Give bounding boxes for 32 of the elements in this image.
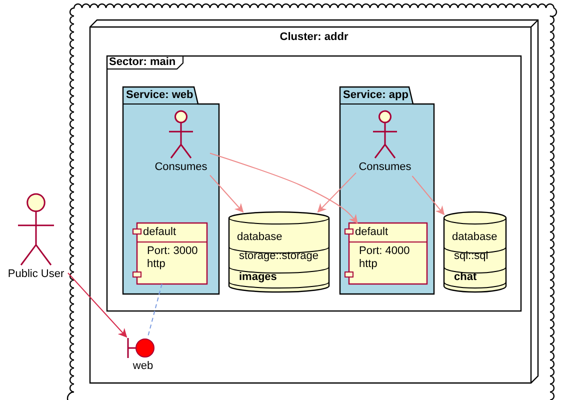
database-schema: storage::storage <box>239 250 318 263</box>
database-cylinder <box>444 212 506 292</box>
arrow <box>210 174 244 213</box>
package <box>123 87 219 294</box>
node-box <box>90 20 538 383</box>
frame-title: Sector: main <box>109 56 176 69</box>
component-box <box>133 223 207 284</box>
actor-label: Public User <box>6 268 66 281</box>
database-schema: sql::sql <box>454 250 488 263</box>
database-type: database <box>237 231 282 244</box>
component-name: default <box>355 226 388 239</box>
component-name: default <box>143 226 176 239</box>
database-cylinder <box>229 212 329 292</box>
actor-label: Consumes <box>154 161 208 174</box>
frame-box <box>107 56 521 311</box>
package-title: Service: app <box>343 89 408 102</box>
component-details: Port: 4000 http <box>359 245 411 271</box>
cluster-title: Cluster: addr <box>278 31 350 44</box>
database-name: chat <box>454 271 477 284</box>
package-title: Service: web <box>126 89 194 102</box>
database-name: images <box>239 271 277 284</box>
arrow <box>68 272 128 338</box>
component-details: Port: 3000 http <box>147 245 199 271</box>
boundary-label: web <box>132 360 154 373</box>
arrow <box>317 172 356 213</box>
component-box <box>345 223 427 284</box>
package <box>340 87 434 294</box>
database-type: database <box>452 231 498 244</box>
dashed-connector <box>147 284 162 338</box>
arrow <box>210 152 358 224</box>
actor-label: Consumes <box>358 161 412 174</box>
arrow <box>412 176 445 216</box>
